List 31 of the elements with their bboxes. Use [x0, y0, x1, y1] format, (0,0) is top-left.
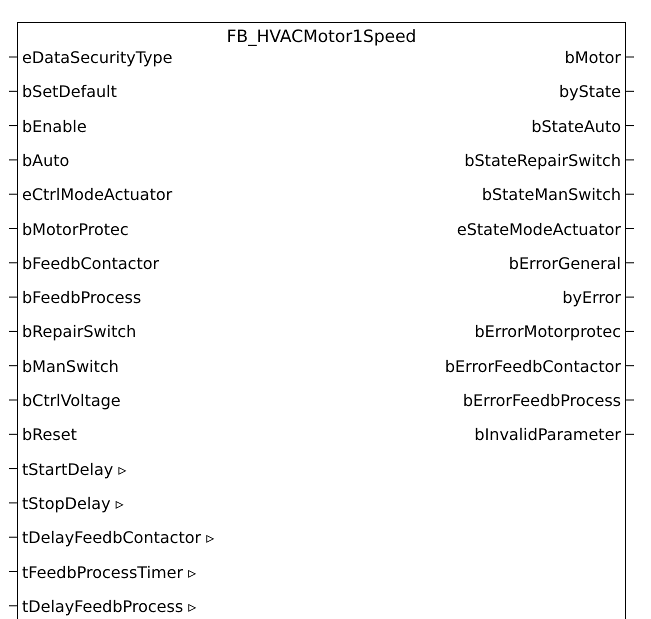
output-pin-label: bErrorFeedbContactor — [444, 356, 621, 377]
input-pin-label: tStopDelay ▹ — [22, 494, 124, 514]
input-pin-label: bRepairSwitch — [22, 322, 136, 342]
input-pin-label: bSetDefault — [22, 82, 117, 102]
input-pin-label: bReset — [22, 425, 77, 446]
input-pin-label: bEnable — [22, 116, 87, 137]
output-pin-label: byState — [559, 82, 621, 102]
input-pin-label: tStartDelay ▹ — [22, 460, 126, 480]
input-pin-label: tDelayFeedbContactor ▹ — [22, 528, 214, 548]
output-pin-label: byError — [562, 288, 621, 308]
output-pin-label: bErrorMotorprotec — [474, 322, 621, 342]
output-pin-label: bInvalidParameter — [474, 425, 621, 446]
output-pin-label: bStateRepairSwitch — [464, 150, 621, 171]
input-pin-label: eCtrlModeActuator — [22, 185, 172, 206]
input-pin-label: bCtrlVoltage — [22, 391, 121, 411]
input-pin-label: bAuto — [22, 150, 70, 171]
input-pin-label: tFeedbProcessTimer ▹ — [22, 562, 196, 582]
input-pin-label: bFeedbContactor — [22, 254, 160, 274]
output-pin-label: bStateManSwitch — [482, 185, 621, 206]
input-pin-label: eDataSecurityType — [22, 48, 172, 68]
output-pin-label: bErrorGeneral — [508, 254, 621, 274]
input-pin-label: tDelayFeedbProcess ▹ — [22, 596, 196, 617]
output-pin-label: eStateModeActuator — [456, 220, 621, 240]
output-pin-label: bErrorFeedbProcess — [462, 391, 621, 411]
output-pin-label: bStateAuto — [531, 116, 621, 137]
input-pin-label: bFeedbProcess — [22, 288, 142, 308]
input-pin-label: bManSwitch — [22, 356, 119, 377]
output-pin-label: bMotor — [564, 48, 621, 68]
block-name: FB_HVACMotor1Speed — [226, 27, 418, 47]
input-pin-label: bMotorProtec — [22, 220, 129, 240]
function-block — [17, 22, 626, 619]
